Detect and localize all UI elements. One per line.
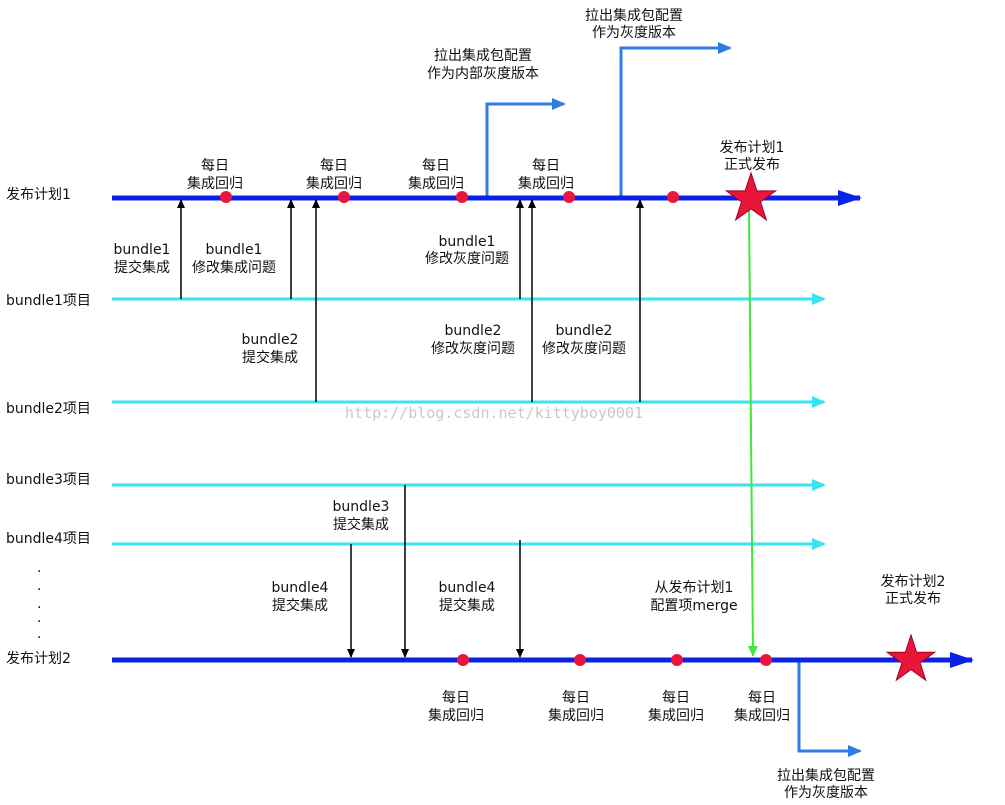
b2-fix-gray-label: bundle2 xyxy=(445,323,502,339)
ellipsis-dot: . xyxy=(37,610,41,626)
daily-label: 每日 xyxy=(201,158,229,174)
merge-label: 从发布计划1 xyxy=(655,580,734,596)
pull-gray-label-plan2: 作为灰度版本 xyxy=(784,785,868,801)
daily-label: 每日 xyxy=(442,690,470,706)
plan2-release-label: 正式发布 xyxy=(885,591,941,607)
daily-regression-dot xyxy=(220,191,232,203)
daily-regression-dot xyxy=(338,191,350,203)
daily-regression-dot xyxy=(671,654,683,666)
plan1-release-label: 正式发布 xyxy=(724,157,780,173)
watermark-text: http://blog.csdn.net/kittyboy0001 xyxy=(345,404,643,422)
lane-label-bundle4: bundle4项目 xyxy=(6,531,91,547)
merge-arrow xyxy=(747,207,758,657)
daily-label: 每日 xyxy=(748,690,776,706)
pull-gray-label: 拉出集成包配置 xyxy=(585,7,683,24)
b1-fix-integration-label: bundle1 xyxy=(206,242,263,258)
daily-label: 每日 xyxy=(662,690,690,706)
pull-gray-label-plan2: 拉出集成包配置 xyxy=(777,767,875,784)
daily-label: 集成回归 xyxy=(518,175,574,192)
b4-submit-label: bundle4 xyxy=(439,580,496,596)
daily-regression-dot xyxy=(563,191,575,203)
ellipsis-dot: . xyxy=(37,596,41,612)
branch-arrow-gray xyxy=(619,42,732,198)
daily-regression-dot xyxy=(574,654,586,666)
b2-fix-gray-label: 修改灰度问题 xyxy=(542,341,626,357)
daily-regression-dot xyxy=(760,654,772,666)
daily-label: 集成回归 xyxy=(306,175,362,192)
lane-label-bundle2: bundle2项目 xyxy=(6,401,91,417)
daily-label: 每日 xyxy=(532,158,560,174)
daily-regression-dot xyxy=(667,191,679,203)
branch-arrow-internal-gray xyxy=(485,98,566,198)
branch-arrow-plan2-gray xyxy=(797,660,862,757)
lane-label-bundle3: bundle3项目 xyxy=(6,472,91,488)
release-star-plan1 xyxy=(724,171,778,222)
b2-submit-label: 提交集成 xyxy=(242,349,298,366)
b4-submit-label: 提交集成 xyxy=(272,597,328,614)
pull-gray-label: 作为灰度版本 xyxy=(592,25,676,41)
b1-submit-label: 提交集成 xyxy=(114,259,170,276)
daily-label: 集成回归 xyxy=(734,707,790,724)
b3-submit-label: bundle3 xyxy=(333,499,390,515)
daily-label: 集成回归 xyxy=(428,707,484,724)
lane-label-bundle1: bundle1项目 xyxy=(6,293,91,309)
lane-label-plan1: 发布计划1 xyxy=(6,187,71,203)
b2-submit-label: bundle2 xyxy=(242,332,299,348)
b1-submit-label: bundle1 xyxy=(114,242,171,258)
release-star-plan2 xyxy=(885,633,937,682)
daily-label: 每日 xyxy=(320,158,348,174)
ellipsis-dot: . xyxy=(37,578,41,594)
daily-label: 每日 xyxy=(422,158,450,174)
daily-label: 集成回归 xyxy=(187,175,243,192)
pull-internal-gray-label: 作为内部灰度版本 xyxy=(427,66,539,82)
ellipsis-dot: . xyxy=(37,626,41,642)
b2-fix-gray-label: bundle2 xyxy=(556,323,613,339)
pull-internal-gray-label: 拉出集成包配置 xyxy=(434,47,532,64)
daily-regression-dot xyxy=(457,654,469,666)
b3-submit-label: 提交集成 xyxy=(333,516,389,533)
b4-submit-label: 提交集成 xyxy=(439,597,495,614)
daily-label: 集成回归 xyxy=(648,707,704,724)
lane-label-plan2: 发布计划2 xyxy=(6,651,71,667)
merge-label: 配置项merge xyxy=(650,598,737,614)
b1-fix-gray-label: 修改灰度问题 xyxy=(425,251,509,267)
b2-fix-gray-label: 修改灰度问题 xyxy=(431,341,515,357)
b4-submit-label: bundle4 xyxy=(272,580,329,596)
b1-fix-integration-label: 修改集成问题 xyxy=(192,259,276,276)
ellipsis-dot: . xyxy=(37,560,41,576)
daily-label: 集成回归 xyxy=(408,175,464,192)
plan1-release-label: 发布计划1 xyxy=(720,140,785,156)
daily-label: 集成回归 xyxy=(548,707,604,724)
b1-fix-gray-label: bundle1 xyxy=(439,234,496,250)
daily-label: 每日 xyxy=(562,690,590,706)
daily-regression-dot xyxy=(456,191,468,203)
plan2-release-label: 发布计划2 xyxy=(881,574,946,590)
